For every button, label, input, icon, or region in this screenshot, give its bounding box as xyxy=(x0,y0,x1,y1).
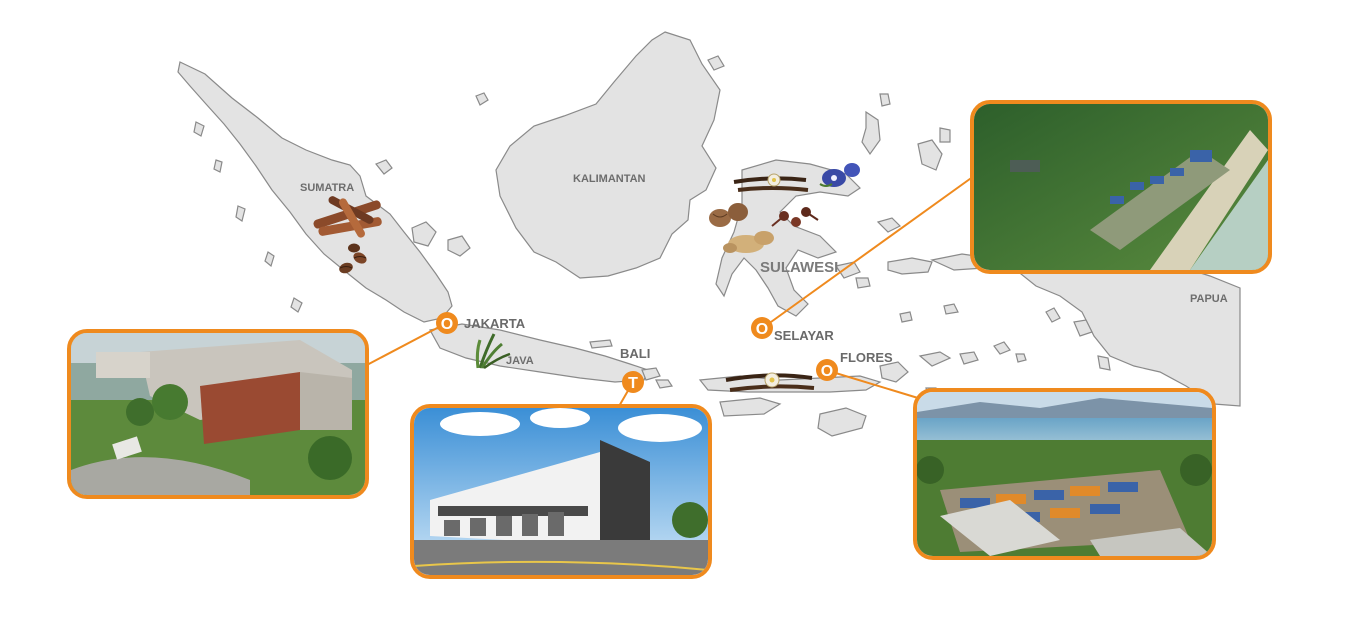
flores-drying-site-photo xyxy=(917,392,1212,556)
warehouse-photo xyxy=(414,408,708,575)
sumatra-label: SUMATRA xyxy=(300,182,354,194)
land-masses xyxy=(177,31,1241,437)
coffee-beans-icon xyxy=(339,243,367,274)
selayar-marker-letter: O xyxy=(756,321,768,338)
jakarta-connector xyxy=(364,326,440,367)
java-label: JAVA xyxy=(506,355,534,367)
selayar-marker[interactable]: O xyxy=(751,317,773,339)
flores-photo-card[interactable] xyxy=(913,388,1216,560)
flores-marker-letter: O xyxy=(821,363,833,380)
selayar-photo-card[interactable] xyxy=(970,100,1272,274)
sulawesi-label: SULAWESI xyxy=(760,259,838,276)
ginger-icon xyxy=(723,231,774,253)
bali-marker[interactable]: T xyxy=(622,371,644,393)
kalimantan-island xyxy=(495,31,721,279)
bali-photo-card[interactable] xyxy=(410,404,712,579)
bali-marker-letter: T xyxy=(628,375,638,392)
flores-connector xyxy=(828,370,919,399)
butterfly-pea-icon xyxy=(819,163,860,187)
cloves-icon xyxy=(771,207,819,227)
flores-marker[interactable]: O xyxy=(816,359,838,381)
flores-label: FLORES xyxy=(840,350,893,365)
bali-label: BALI xyxy=(620,346,650,361)
java-island xyxy=(429,323,649,383)
jakarta-marker[interactable]: O xyxy=(436,312,458,334)
jakarta-marker-letter: O xyxy=(441,316,453,333)
factory-aerial-photo xyxy=(71,333,365,495)
nutmeg-icon xyxy=(709,203,748,227)
coastal-drying-site-photo xyxy=(974,104,1268,270)
lemongrass-icon xyxy=(475,333,511,370)
cinnamon-sticks-icon xyxy=(313,196,382,238)
sulawesi-island xyxy=(715,159,861,317)
vanilla-pods-icon xyxy=(733,173,809,192)
papua-label: PAPUA xyxy=(1190,293,1228,305)
jakarta-photo-card[interactable] xyxy=(67,329,369,499)
vanilla-pods-icon-flores xyxy=(725,372,815,392)
selayar-label: SELAYAR xyxy=(774,328,834,343)
kalimantan-label: KALIMANTAN xyxy=(573,173,646,185)
jakarta-label: JAKARTA xyxy=(464,316,526,331)
selayar-connector xyxy=(763,175,975,328)
